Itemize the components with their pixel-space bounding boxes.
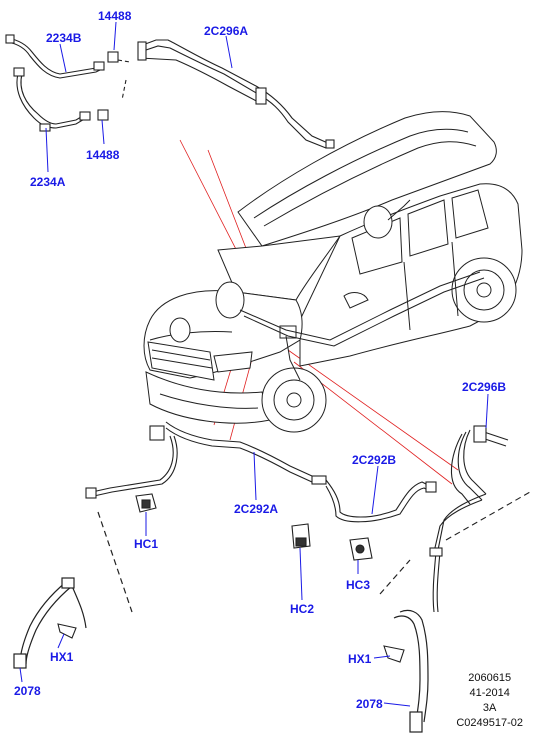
callout-2078-left: 2078 (14, 684, 41, 698)
unions-14488 (97, 51, 131, 121)
pipe-2c292b (325, 479, 437, 523)
reference-block: 2060615 41-2014 3A C0249517-02 (456, 671, 523, 731)
callout-hc2: HC2 (290, 602, 315, 616)
pipe-2c292a (85, 421, 327, 499)
callout-hc3: HC3 (346, 578, 371, 592)
pipe-2234b (5, 34, 105, 79)
callout-2c292a: 2C292A (234, 502, 279, 516)
reference-line-3: 3A (482, 702, 497, 714)
hose-2078-left (13, 511, 133, 669)
callout-leaders (19, 21, 489, 707)
callout-2c292b: 2C292B (352, 453, 397, 467)
hose-2078-right (379, 559, 429, 733)
clip-hc1 (135, 493, 157, 513)
pipe-2234a (13, 67, 91, 132)
clip-hc2 (291, 523, 311, 549)
callout-hx1-left: HX1 (50, 650, 74, 664)
reference-line-4: C0249517-02 (456, 717, 523, 729)
pipe-2c296a (137, 39, 335, 149)
reference-line-2: 41-2014 (469, 687, 510, 699)
callout-14488-top: 14488 (98, 9, 132, 23)
reference-line-1: 2060615 (468, 672, 512, 684)
callout-2078-right: 2078 (356, 697, 383, 711)
callout-2234a: 2234A (30, 175, 66, 189)
vehicle-outline (143, 111, 523, 433)
callout-2c296a: 2C296A (204, 24, 249, 38)
pipe-2c296b (429, 425, 531, 613)
clip-hc3 (349, 537, 373, 561)
callout-14488-mid: 14488 (86, 148, 120, 162)
callout-hc1: HC1 (134, 537, 159, 551)
vehicle-brake-components (169, 199, 485, 381)
bracket-hx1-right (383, 645, 405, 663)
callout-hx1-right: HX1 (348, 652, 372, 666)
bracket-hx1-left (57, 623, 77, 639)
callout-2234b: 2234B (46, 31, 82, 45)
callout-2c296b: 2C296B (462, 380, 507, 394)
